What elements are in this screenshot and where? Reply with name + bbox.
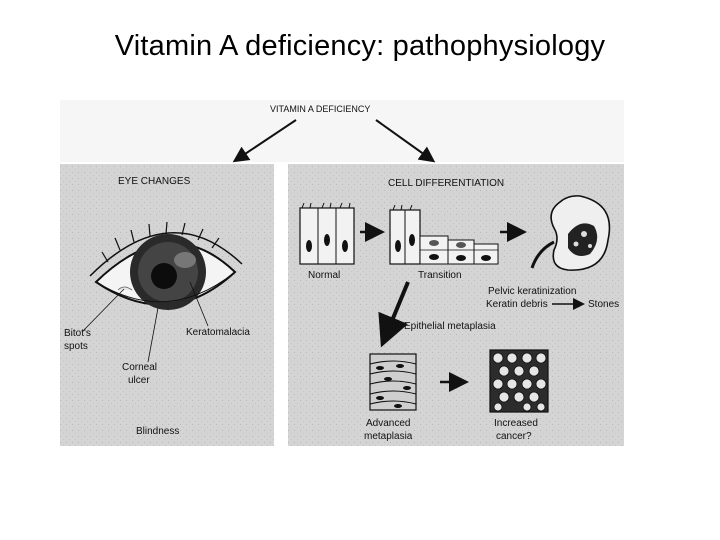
eye-panel: EYE CHANGES Bitot's spots Keratomalacia (60, 164, 274, 446)
advanced-metaplasia-label-line1: Advanced (366, 418, 410, 429)
blindness-label: Blindness (136, 426, 179, 437)
kidney-illustration (530, 195, 611, 271)
eye-illustration (89, 221, 243, 310)
increased-cancer-illustration (489, 349, 549, 413)
cell-panel: CELL DIFFERENTIATION Normal (288, 164, 624, 446)
increased-cancer-label-line1: Increased (494, 418, 538, 429)
bitots-spots-label-line1: Bitot's (64, 328, 91, 339)
cell-panel-heading: CELL DIFFERENTIATION (388, 178, 504, 189)
increased-cancer-label-line2: cancer? (496, 431, 532, 442)
advanced-metaplasia-label-line2: metaplasia (364, 431, 413, 442)
arrow-to-metaplasia (378, 281, 410, 348)
eye-panel-heading: EYE CHANGES (118, 176, 191, 187)
advanced-metaplasia-illustration (369, 353, 417, 411)
corneal-ulcer-label-line2: ulcer (128, 375, 150, 386)
stones-label: Stones (588, 299, 619, 310)
pathophysiology-figure: VITAMIN A DEFICIENCY EYE CHANGES (60, 100, 624, 446)
root-label: VITAMIN A DEFICIENCY (270, 104, 370, 114)
normal-label: Normal (308, 270, 340, 281)
corneal-ulcer-label-line1: Corneal (122, 362, 157, 373)
epithelial-metaplasia-label: Epithelial metaplasia (404, 321, 496, 332)
bitots-spots-label-line2: spots (64, 341, 88, 352)
arrow-to-eye-panel (232, 119, 297, 163)
slide-title: Vitamin A deficiency: pathophysiology (114, 30, 606, 62)
pelvic-keratinization-label: Pelvic keratinization (488, 286, 576, 297)
transition-cells-illustration (389, 204, 499, 265)
transition-label: Transition (418, 270, 462, 281)
keratin-debris-label: Keratin debris (486, 299, 548, 310)
keratomalacia-label: Keratomalacia (186, 327, 250, 338)
normal-cells-illustration (299, 202, 355, 265)
arrow-to-cell-panel (375, 119, 436, 163)
